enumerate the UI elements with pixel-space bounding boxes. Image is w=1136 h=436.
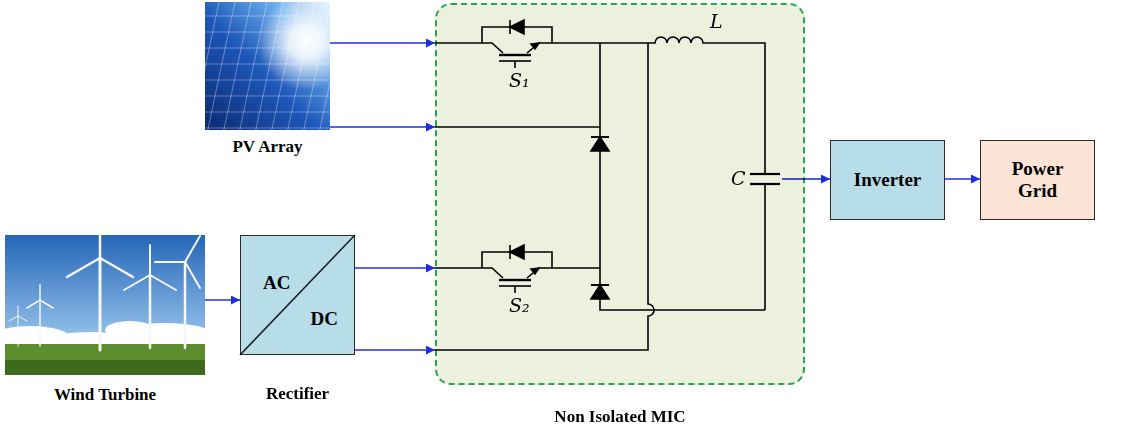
picture-caption: PV Array xyxy=(232,137,302,157)
switch-label: S₁ xyxy=(509,70,530,91)
turbines xyxy=(40,300,53,308)
port-label: AC xyxy=(263,272,290,294)
box-label: Inverter xyxy=(854,169,922,191)
pv-cell-grid xyxy=(205,95,330,96)
ground xyxy=(5,360,205,375)
flow-arrow xyxy=(355,349,435,351)
flow-arrow xyxy=(945,178,980,180)
box-caption: Rectifier xyxy=(266,384,329,404)
pv-cell-grid xyxy=(205,127,330,128)
region-caption: Non Isolated MIC xyxy=(554,407,685,427)
turbines xyxy=(99,258,102,350)
port-label: DC xyxy=(311,308,338,330)
rectifier-box: ACDCRectifier xyxy=(240,235,355,355)
flow-arrow xyxy=(205,299,240,301)
pv-panel-picture xyxy=(205,2,330,130)
flow-arrow xyxy=(805,178,830,180)
ground xyxy=(5,344,205,375)
turbines xyxy=(185,262,200,288)
turbines xyxy=(149,245,151,275)
turbines xyxy=(39,300,41,346)
turbines xyxy=(99,235,102,258)
clouds xyxy=(105,321,155,339)
turbines xyxy=(18,316,27,321)
turbines xyxy=(39,285,41,300)
flow-arrow xyxy=(330,42,435,44)
wind-farm-picture xyxy=(5,235,205,375)
pv-array-picture: PV Array xyxy=(205,2,330,130)
pv-cell-grid xyxy=(208,2,235,130)
turbines xyxy=(184,262,187,348)
power-grid-box: Power Grid xyxy=(980,140,1095,220)
turbines xyxy=(67,258,100,277)
turbines xyxy=(9,235,200,350)
sky xyxy=(5,235,205,375)
flow-arrow xyxy=(355,267,435,269)
inductor-label: L xyxy=(710,11,723,32)
flow-arrow xyxy=(330,126,435,128)
capacitor-label: C xyxy=(731,168,746,189)
wind-turbine-picture: Wind Turbine xyxy=(5,235,205,375)
inverter-box: Inverter xyxy=(830,140,945,220)
turbines xyxy=(150,275,176,290)
rectifier-diagonal xyxy=(240,235,355,355)
turbines xyxy=(185,236,200,262)
turbines xyxy=(18,316,19,346)
turbines xyxy=(149,275,152,348)
mic-region: Non Isolated MIC xyxy=(435,3,805,385)
pv-cell-grid xyxy=(205,111,330,112)
turbines xyxy=(124,275,150,290)
turbines xyxy=(9,316,18,321)
switch-label: S₂ xyxy=(509,295,530,316)
turbines xyxy=(155,261,185,263)
picture-caption: Wind Turbine xyxy=(54,385,156,405)
sun-glare xyxy=(258,2,330,90)
turbines xyxy=(18,306,19,316)
turbines xyxy=(100,258,133,277)
pv-cell-grid xyxy=(224,2,251,130)
turbines xyxy=(27,300,40,308)
box-label: Power Grid xyxy=(1002,158,1074,202)
